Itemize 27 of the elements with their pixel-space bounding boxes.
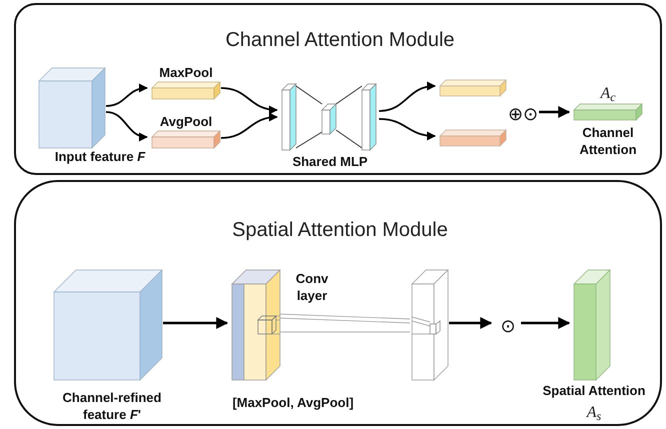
arrow bbox=[106, 111, 148, 141]
text-label: Conv layer bbox=[294, 270, 330, 304]
module-title: Spatial Attention Module bbox=[232, 218, 448, 243]
arrow bbox=[106, 84, 148, 107]
operator-symbol: ⊙ bbox=[500, 316, 516, 336]
math-symbol: A$_{s}$ bbox=[586, 403, 602, 425]
arrow bbox=[378, 118, 436, 140]
arrow bbox=[539, 106, 570, 118]
module-panel bbox=[14, 3, 662, 175]
text-label: Shared MLP bbox=[292, 152, 368, 170]
text-label: MaxPool bbox=[159, 64, 213, 80]
arrow bbox=[449, 317, 492, 329]
text-label: Spatial Attention bbox=[542, 382, 646, 399]
text-label: Channel-refined feature F' bbox=[62, 389, 162, 423]
arrow bbox=[521, 317, 570, 329]
arrow bbox=[220, 113, 278, 139]
operator-symbol: ⊕⊙ bbox=[508, 104, 538, 124]
math-symbol: A$_{c}$ bbox=[600, 84, 616, 106]
arrow bbox=[163, 317, 228, 329]
text-label: Channel Attention bbox=[578, 124, 638, 158]
text-label: AvgPool bbox=[160, 112, 212, 130]
module-panel bbox=[14, 180, 662, 426]
module-title: Channel Attention Module bbox=[225, 28, 455, 53]
text-label: Input feature F bbox=[54, 148, 146, 165]
arrow bbox=[378, 82, 436, 112]
text-label: [MaxPool, AvgPool] bbox=[232, 394, 354, 411]
arrow bbox=[220, 87, 278, 114]
